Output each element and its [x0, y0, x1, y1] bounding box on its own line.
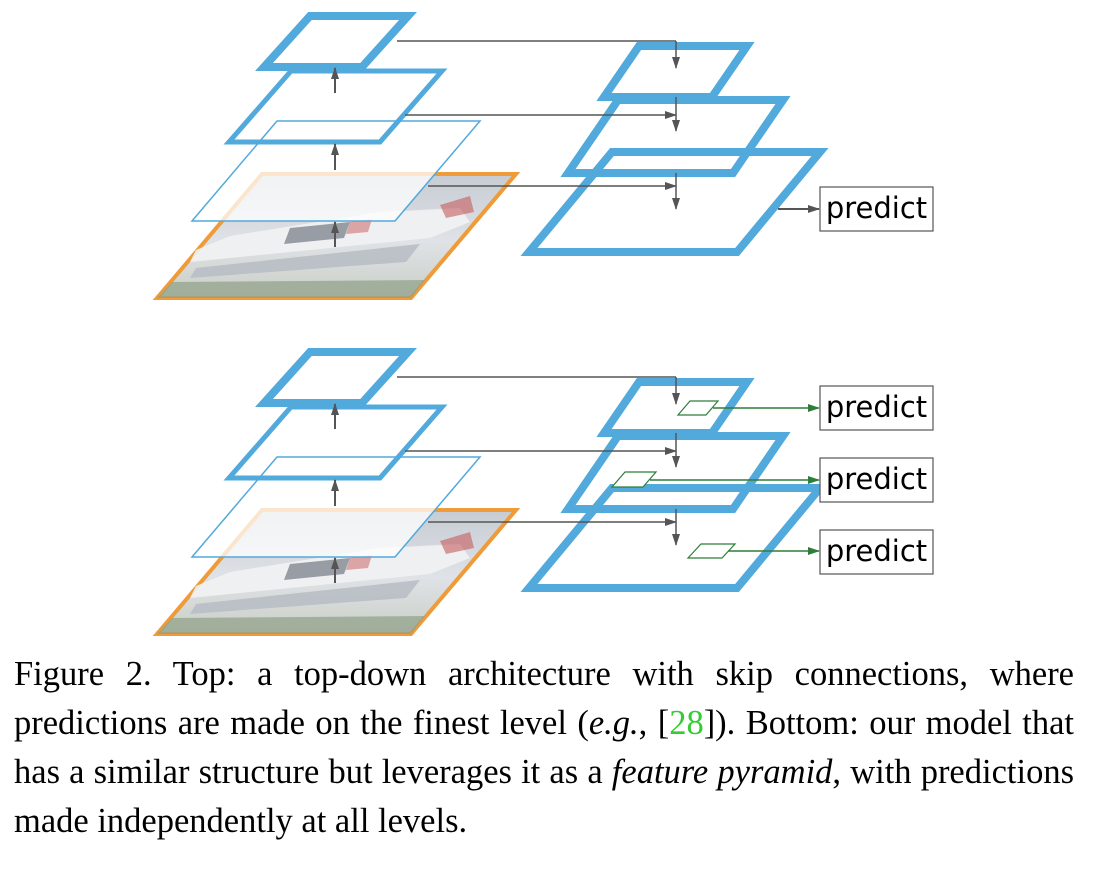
bottom-up-level-1-bottom: [190, 456, 482, 558]
caption-emphasis: pyramid: [717, 753, 833, 791]
predict-label: predict: [826, 390, 927, 424]
caption-text: our model that has a similar structure b…: [14, 704, 1075, 791]
bottom-up-level-2-bottom: [223, 404, 448, 481]
caption-eg: e.g.: [588, 704, 639, 742]
bottom-up-level-3-top: [255, 12, 417, 71]
caption-text: ]). Bottom:: [703, 704, 859, 742]
predict-label: predict: [826, 191, 927, 225]
citation-link[interactable]: 28: [669, 704, 704, 742]
bottom-diagram: predict predict predict: [152, 348, 934, 636]
caption-text: , [: [638, 704, 670, 742]
top-diagram: predict: [152, 12, 934, 300]
prediction-head: [676, 400, 720, 416]
predict-label: predict: [826, 462, 927, 496]
predict-box: predict: [819, 186, 934, 232]
caption-text: , with predictions made independently at…: [14, 753, 1074, 840]
predict-box: predict: [819, 529, 934, 575]
caption-line-1: Figure 2. Top: a top-down architecture w…: [14, 655, 969, 693]
caption-text: where predictions are made on the finest…: [14, 655, 1074, 742]
predict-label: predict: [826, 534, 927, 568]
prediction-head: [686, 543, 737, 559]
predict-box: predict: [819, 385, 934, 431]
fpn-diagram: predict: [152, 12, 934, 636]
bottom-up-level-2-top: [223, 68, 448, 145]
prediction-head: [610, 471, 658, 488]
bottom-up-level-1-top: [190, 120, 482, 222]
top-down-level-2-top: [560, 96, 791, 177]
bottom-up-level-3-bottom: [255, 348, 417, 407]
top-down-level-2-bottom: [560, 432, 791, 513]
caption-emphasis: feature: [611, 753, 709, 791]
figure-caption: Figure 2. Top: a top-down architecture w…: [14, 650, 1074, 846]
predict-box: predict: [819, 457, 934, 503]
